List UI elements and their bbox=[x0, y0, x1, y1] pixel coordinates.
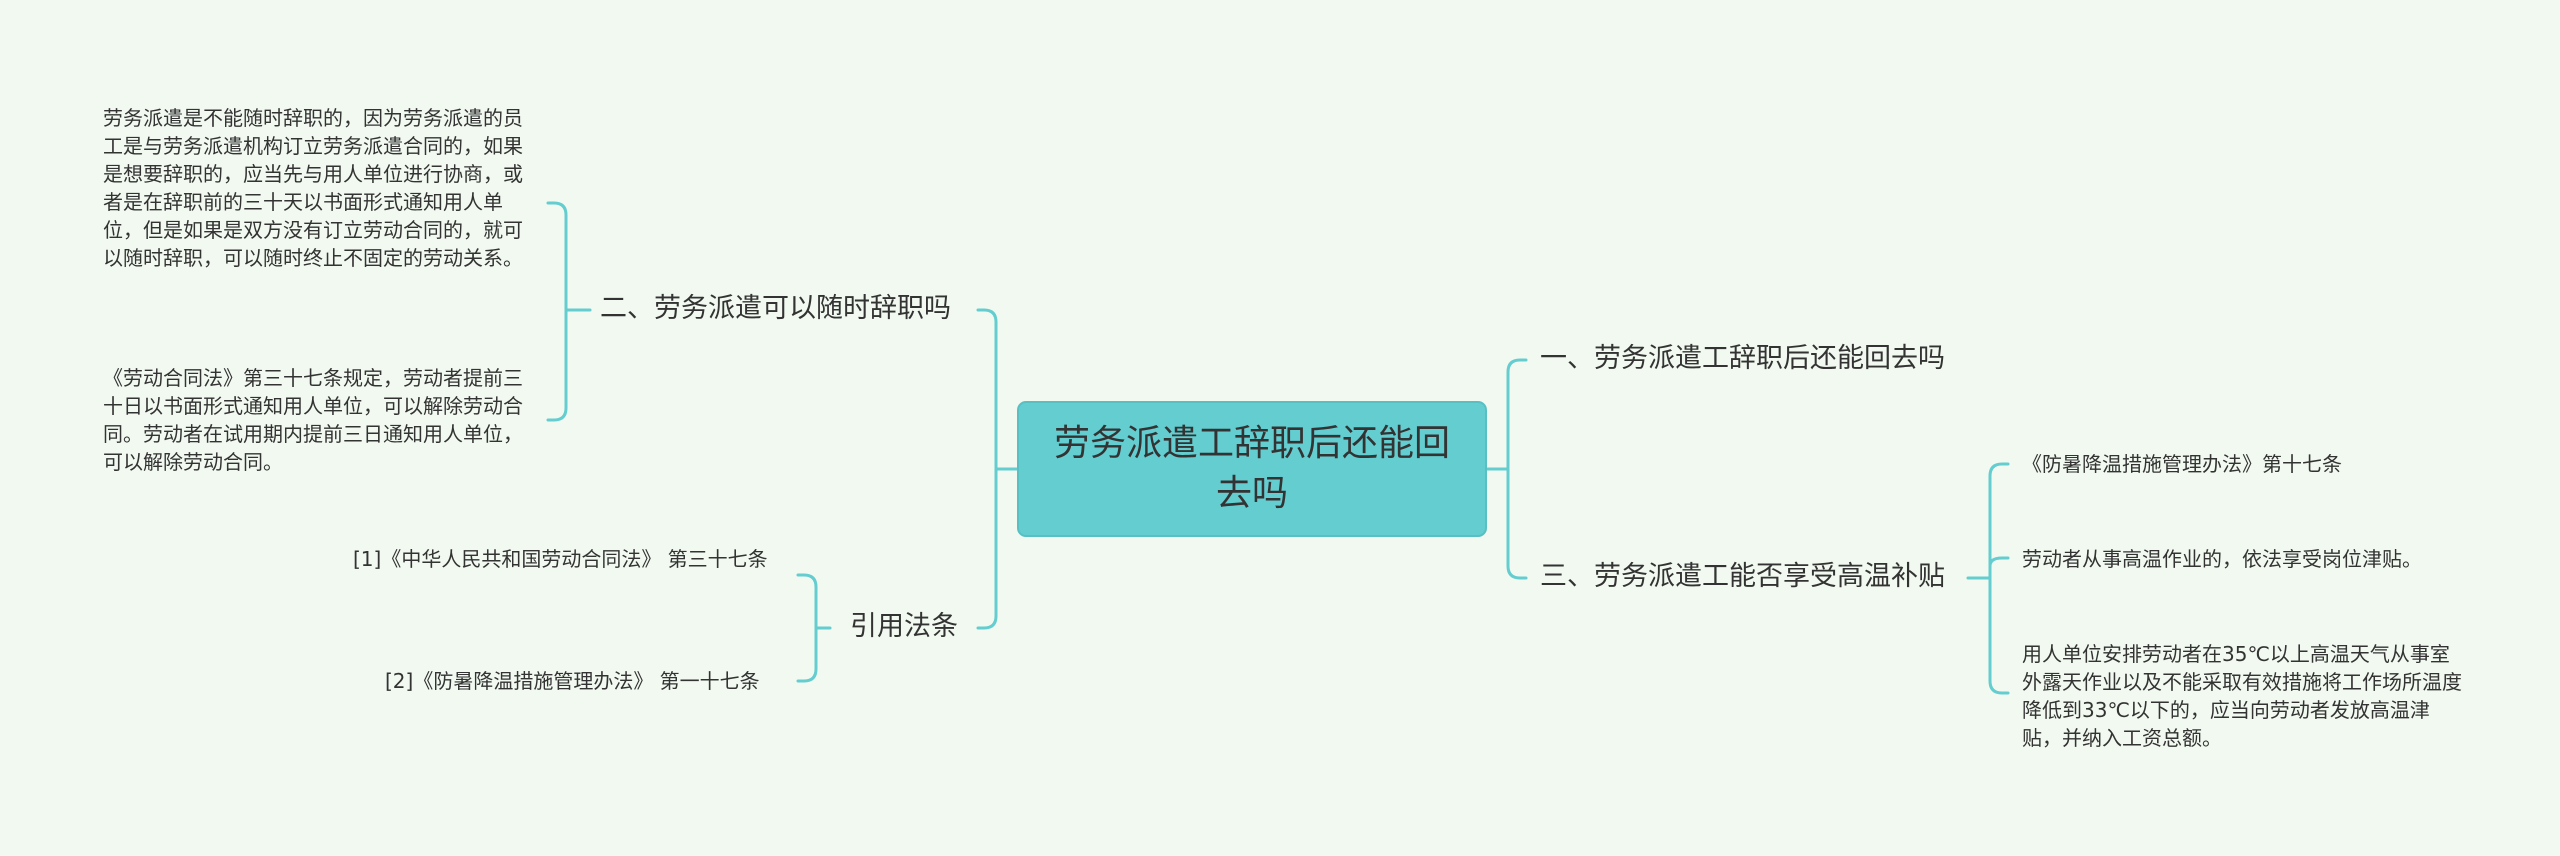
leaf-labor-contract-law-art37[interactable]: 《劳动合同法》第三十七条规定，劳动者提前三十日以书面形式通知用人单位，可以解除劳… bbox=[103, 364, 538, 476]
leaf-high-temp-allowance-rule[interactable]: 用人单位安排劳动者在35℃以上高温天气从事室外露天作业以及不能采取有效措施将工作… bbox=[2022, 640, 2462, 752]
branch-label: 一、劳务派遣工辞职后还能回去吗 bbox=[1540, 343, 1945, 374]
branch-high-temp-allowance[interactable]: 三、劳务派遣工能否享受高温补贴 bbox=[1540, 560, 1945, 594]
leaf-post-allowance[interactable]: 劳动者从事高温作业的，依法享受岗位津贴。 bbox=[2022, 545, 2422, 573]
connector-to-b3 bbox=[1506, 358, 1528, 471]
branch-can-return-after-resign[interactable]: 一、劳务派遣工辞职后还能回去吗 bbox=[1540, 342, 1945, 376]
connector-to-b4 bbox=[1506, 467, 1528, 580]
leaf-text: 《劳动合同法》第三十七条规定，劳动者提前三十日以书面形式通知用人单位，可以解除劳… bbox=[103, 366, 523, 474]
leaf-text: [2]《防暑降温措施管理办法》 第一十七条 bbox=[385, 669, 760, 693]
leaf-citation-1[interactable]: [1]《中华人民共和国劳动合同法》 第三十七条 bbox=[353, 545, 788, 573]
center-topic[interactable]: 劳务派遣工辞职后还能回去吗 bbox=[1017, 401, 1487, 537]
leaf-text: 劳务派遣是不能随时辞职的，因为劳务派遣的员工是与劳务派遣机构订立劳务派遣合同的，… bbox=[103, 106, 523, 270]
branch-cited-laws[interactable]: 引用法条 bbox=[850, 610, 958, 644]
connector-to-b1 bbox=[976, 308, 998, 471]
connector-b4-leaf1 bbox=[1988, 462, 2010, 580]
leaf-citation-2[interactable]: [2]《防暑降温措施管理办法》 第一十七条 bbox=[385, 667, 760, 695]
center-topic-label: 劳务派遣工辞职后还能回去吗 bbox=[1053, 423, 1450, 514]
connector-b2-leaf1 bbox=[796, 573, 818, 630]
leaf-text: [1]《中华人民共和国劳动合同法》 第三十七条 bbox=[353, 547, 768, 571]
leaf-text: 用人单位安排劳动者在35℃以上高温天气从事室外露天作业以及不能采取有效措施将工作… bbox=[2022, 642, 2462, 750]
leaf-text: 劳动者从事高温作业的，依法享受岗位津贴。 bbox=[2022, 547, 2422, 571]
leaf-text: 《防暑降温措施管理办法》第十七条 bbox=[2022, 452, 2342, 476]
branch-label: 引用法条 bbox=[850, 611, 958, 642]
leaf-heat-measures-art17[interactable]: 《防暑降温措施管理办法》第十七条 bbox=[2022, 450, 2342, 478]
connector-b4-leaf2 bbox=[1988, 556, 2010, 580]
connector-b1-leaf2 bbox=[546, 308, 568, 422]
branch-label: 三、劳务派遣工能否享受高温补贴 bbox=[1540, 561, 1945, 592]
connector-to-b2 bbox=[976, 467, 998, 630]
leaf-resign-explanation[interactable]: 劳务派遣是不能随时辞职的，因为劳务派遣的员工是与劳务派遣机构订立劳务派遣合同的，… bbox=[103, 104, 538, 272]
branch-can-resign-anytime[interactable]: 二、劳务派遣可以随时辞职吗 bbox=[600, 292, 951, 326]
connector-b2-leaf2 bbox=[796, 626, 818, 683]
connector-b1-leaf1 bbox=[546, 201, 568, 312]
branch-label: 二、劳务派遣可以随时辞职吗 bbox=[600, 293, 951, 324]
connector-b4-leaf3 bbox=[1988, 576, 2010, 695]
